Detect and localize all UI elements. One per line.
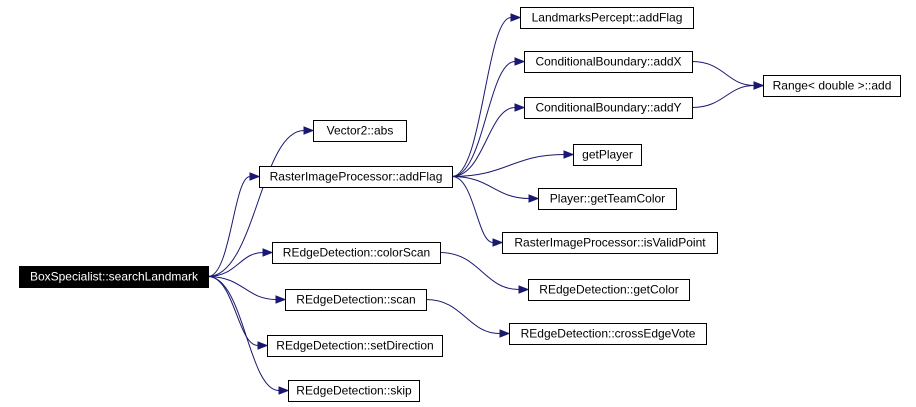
graph-node[interactable]: REdgeDetection::crossEdgeVote xyxy=(509,323,707,345)
call-edge xyxy=(691,61,765,90)
node-label: BoxSpecialist::searchLandmark xyxy=(30,270,199,284)
graph-node[interactable]: BoxSpecialist::searchLandmark xyxy=(19,266,209,288)
node-box xyxy=(285,289,427,311)
arrowhead xyxy=(257,341,269,350)
node-box xyxy=(763,75,901,97)
call-edge xyxy=(207,248,274,277)
graph-node[interactable]: REdgeDetection::setDirection xyxy=(267,335,443,357)
call-edge xyxy=(691,81,765,108)
arrowhead xyxy=(514,103,526,112)
node-label: Player::getTeamColor xyxy=(550,192,665,206)
node-label: ConditionalBoundary::addX xyxy=(535,55,681,69)
edge-line xyxy=(207,130,305,277)
node-label: ConditionalBoundary::addY xyxy=(535,101,681,115)
call-edge xyxy=(451,150,575,177)
call-edge xyxy=(451,103,526,177)
edge-line xyxy=(451,176,530,199)
call-edge xyxy=(425,299,511,338)
node-label: REdgeDetection::skip xyxy=(296,384,412,398)
edge-line xyxy=(207,276,277,300)
node-label: REdgeDetection::colorScan xyxy=(283,246,430,260)
edge-line xyxy=(425,299,501,334)
node-box xyxy=(509,323,707,345)
node-box xyxy=(267,335,443,357)
call-edge xyxy=(207,276,290,395)
arrowhead xyxy=(563,150,575,159)
graph-node[interactable]: ConditionalBoundary::addX xyxy=(524,51,693,73)
node-label: REdgeDetection::setDirection xyxy=(276,339,433,353)
node-label: Range< double >::add xyxy=(773,79,892,93)
graph-node[interactable]: REdgeDetection::scan xyxy=(285,289,427,311)
node-box xyxy=(502,232,718,254)
arrowhead xyxy=(275,295,287,304)
graph-node[interactable]: REdgeDetection::getColor xyxy=(528,279,690,301)
node-label: RasterImageProcessor::isValidPoint xyxy=(514,236,706,250)
graph-node[interactable]: LandmarksPercept::addFlag xyxy=(520,7,694,29)
edge-line xyxy=(207,276,280,391)
node-box xyxy=(573,144,642,166)
call-edge xyxy=(451,176,504,247)
node-box xyxy=(520,7,694,29)
arrowhead xyxy=(303,126,315,135)
node-label: Vector2::abs xyxy=(327,124,394,138)
edges-layer xyxy=(207,13,765,395)
call-edge xyxy=(451,176,540,203)
arrowhead xyxy=(492,238,504,247)
arrowhead xyxy=(510,13,522,22)
call-edge xyxy=(207,126,315,277)
graph-node[interactable]: getPlayer xyxy=(573,144,642,166)
edge-line xyxy=(207,176,251,277)
node-box xyxy=(524,97,693,119)
node-box xyxy=(528,279,690,301)
arrowhead xyxy=(278,386,290,395)
graph-node[interactable]: Range< double >::add xyxy=(763,75,901,97)
call-edge xyxy=(207,276,287,304)
arrowhead xyxy=(249,172,261,181)
call-edge xyxy=(207,276,269,350)
call-edge xyxy=(451,13,522,177)
node-label: REdgeDetection::crossEdgeVote xyxy=(521,327,696,341)
nodes-layer: BoxSpecialist::searchLandmark Vector2::ab… xyxy=(19,7,901,402)
node-box xyxy=(288,380,420,402)
graph-node[interactable]: RasterImageProcessor::isValidPoint xyxy=(502,232,718,254)
arrowhead xyxy=(262,248,274,257)
call-edge xyxy=(439,252,530,294)
graph-node[interactable]: Vector2::abs xyxy=(313,120,407,142)
edge-line xyxy=(451,107,516,177)
edge-line xyxy=(207,252,264,277)
graph-node[interactable]: Player::getTeamColor xyxy=(538,188,677,210)
node-box xyxy=(272,242,441,264)
edge-line xyxy=(439,252,520,290)
edge-line xyxy=(451,17,512,177)
graph-node[interactable]: REdgeDetection::skip xyxy=(288,380,420,402)
arrowhead xyxy=(514,57,526,66)
edge-line xyxy=(207,276,259,346)
node-box xyxy=(19,266,209,288)
graph-node[interactable]: REdgeDetection::colorScan xyxy=(272,242,441,264)
graph-node[interactable]: RasterImageProcessor::addFlag xyxy=(259,166,453,188)
arrowhead xyxy=(499,329,511,338)
edge-line xyxy=(691,61,755,86)
node-label: getPlayer xyxy=(582,148,633,162)
node-box xyxy=(538,188,677,210)
arrowhead xyxy=(528,194,540,203)
node-label: RasterImageProcessor::addFlag xyxy=(270,170,443,184)
call-edge xyxy=(451,57,526,177)
node-label: REdgeDetection::getColor xyxy=(539,283,678,297)
call-edge xyxy=(207,172,261,277)
arrowhead xyxy=(518,285,530,294)
node-label: LandmarksPercept::addFlag xyxy=(532,11,683,25)
node-label: REdgeDetection::scan xyxy=(296,293,415,307)
graph-node[interactable]: ConditionalBoundary::addY xyxy=(524,97,693,119)
edge-line xyxy=(451,61,516,177)
edge-line xyxy=(451,176,494,243)
node-box xyxy=(313,120,407,142)
node-box xyxy=(524,51,693,73)
edge-line xyxy=(451,154,565,177)
arrowhead xyxy=(753,81,765,90)
node-box xyxy=(259,166,453,188)
edge-line xyxy=(691,85,755,108)
